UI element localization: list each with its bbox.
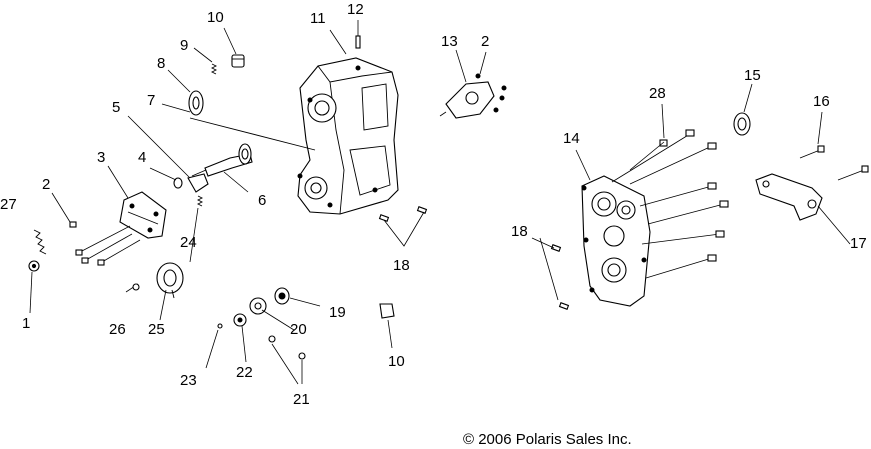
callout-18-center: 18 <box>393 257 410 274</box>
callout-24: 24 <box>180 234 197 251</box>
callout-22: 22 <box>236 364 253 381</box>
callout-27: 27 <box>0 196 17 213</box>
bolt <box>799 145 825 159</box>
callout-5: 5 <box>112 99 120 116</box>
leader-lines <box>29 20 851 385</box>
gear-cluster <box>217 287 306 360</box>
callout-6: 6 <box>258 192 266 209</box>
mounting-bracket <box>755 165 869 221</box>
cap-lower <box>379 303 395 319</box>
nut <box>28 260 40 272</box>
callout-10-bottom: 10 <box>388 353 405 370</box>
callout-7: 7 <box>147 92 155 109</box>
bolt-set-left <box>69 221 141 266</box>
bearing <box>156 262 184 299</box>
callout-15: 15 <box>744 67 761 84</box>
dowel-pins-center <box>378 206 428 222</box>
callout-12: 12 <box>347 1 364 18</box>
right-seal <box>733 112 751 136</box>
lever <box>187 173 209 207</box>
callout-9: 9 <box>180 37 188 54</box>
cap-top <box>231 54 245 68</box>
side-cover <box>581 175 651 307</box>
washer <box>173 177 183 189</box>
dowel-pins-right <box>550 244 570 310</box>
callout-14: 14 <box>563 130 580 147</box>
stud-chain <box>33 229 47 255</box>
callout-17: 17 <box>850 235 867 252</box>
callout-20: 20 <box>290 321 307 338</box>
callout-13: 13 <box>441 33 458 50</box>
callout-18-right: 18 <box>511 223 528 240</box>
cover-plate <box>119 191 167 239</box>
callout-2-right: 2 <box>481 33 489 50</box>
gearcase-housing <box>297 57 399 215</box>
bearing-cap-plate <box>439 73 507 119</box>
callout-3: 3 <box>97 149 105 166</box>
callout-2: 2 <box>42 176 50 193</box>
callout-25: 25 <box>148 321 165 338</box>
callout-11: 11 <box>310 10 326 27</box>
callout-labels: 1 2 3 4 5 6 7 8 9 10 11 12 13 2 14 15 16… <box>0 1 867 408</box>
shaft-assembly <box>189 117 316 177</box>
callout-1: 1 <box>22 315 30 332</box>
callout-10-top: 10 <box>207 9 224 26</box>
pin <box>355 35 361 49</box>
long-bolts <box>611 129 729 279</box>
callout-26: 26 <box>109 321 126 338</box>
seal <box>188 90 204 116</box>
callout-16: 16 <box>813 93 830 110</box>
small-screw <box>125 283 140 293</box>
callout-4: 4 <box>138 149 146 166</box>
spring <box>210 63 218 75</box>
callout-23: 23 <box>180 372 197 389</box>
callout-19: 19 <box>329 304 346 321</box>
callout-28: 28 <box>649 85 666 102</box>
callout-8: 8 <box>157 55 165 72</box>
copyright-notice: © 2006 Polaris Sales Inc. <box>463 431 632 448</box>
callout-21: 21 <box>293 391 310 408</box>
